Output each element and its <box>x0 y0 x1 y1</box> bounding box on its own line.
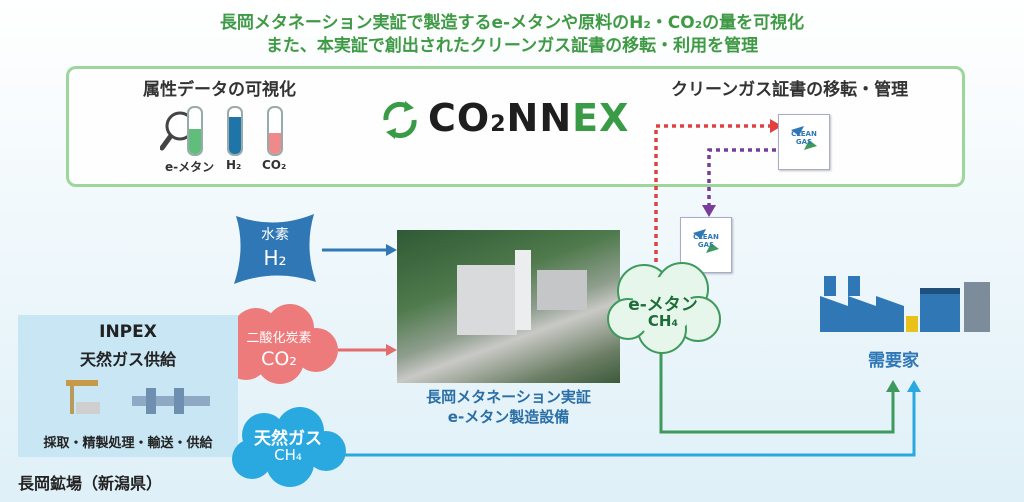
cert-line1: CLEAN <box>693 233 719 241</box>
emethane-title: e-メタン <box>628 295 698 315</box>
hydrogen-formula: H₂ <box>263 246 287 270</box>
emethane-formula: CH₄ <box>647 312 679 330</box>
co2-formula: CO₂ <box>261 348 297 370</box>
inpex-process: 採取・精製処理・輸送・供給 <box>43 436 213 451</box>
visualization-title: 属性データの可視化 <box>143 80 296 100</box>
emethane-cloud <box>607 262 721 354</box>
factory-icon <box>820 276 990 332</box>
inpex-subtitle: 天然ガス供給 <box>79 350 176 369</box>
cert-line2: GAS <box>795 138 813 146</box>
natural-gas-cloud <box>232 407 346 487</box>
clean-gas-logo-icon <box>693 229 719 253</box>
certificate-management-title: クリーンガス証書の移転・管理 <box>671 80 909 100</box>
refresh-logo-icon <box>383 101 417 139</box>
inpex-title: INPEX <box>99 322 157 342</box>
tube-co2 <box>267 106 283 156</box>
plant-building <box>457 265 517 335</box>
header-line-2: また、本実証で創出されたクリーンガス証書の移転・利用を管理 <box>265 36 759 56</box>
clean-gas-logo-icon <box>791 126 817 150</box>
plant-label-line2: e-メタン製造設備 <box>447 408 570 426</box>
plant-tower <box>515 250 531 330</box>
tube-emethane <box>187 106 203 156</box>
tube-label-co2: CO₂ <box>262 158 287 172</box>
plant-label-line1: 長岡メタネーション実証 <box>426 388 591 406</box>
inpex-area <box>18 315 238 457</box>
connex-logo: CO2NNEX <box>428 96 630 140</box>
consumer-label: 需要家 <box>868 351 919 371</box>
hydrogen-blob <box>234 214 316 284</box>
cert-line1: CLEAN <box>791 130 817 138</box>
natural-gas-title: 天然ガス <box>254 429 322 449</box>
tube-h2 <box>227 106 243 156</box>
pumpjack-pipeline-icon <box>66 380 210 414</box>
co2-title: 二酸化炭素 <box>246 331 312 346</box>
tube-label-emethane: e-メタン <box>165 160 215 174</box>
natural-gas-formula: CH₄ <box>274 446 302 464</box>
plant-unit <box>537 270 587 310</box>
header-line-1: 長岡メタネーション実証で製造するe-メタンや原料のH₂・CO₂の量を可視化 <box>219 13 805 33</box>
hydrogen-title: 水素 <box>261 227 289 243</box>
tube-label-h2: H₂ <box>226 158 242 172</box>
field-name: 長岡鉱場（新潟県） <box>18 474 163 493</box>
plant-photo <box>397 230 620 383</box>
cert-line2: GAS <box>697 241 715 249</box>
